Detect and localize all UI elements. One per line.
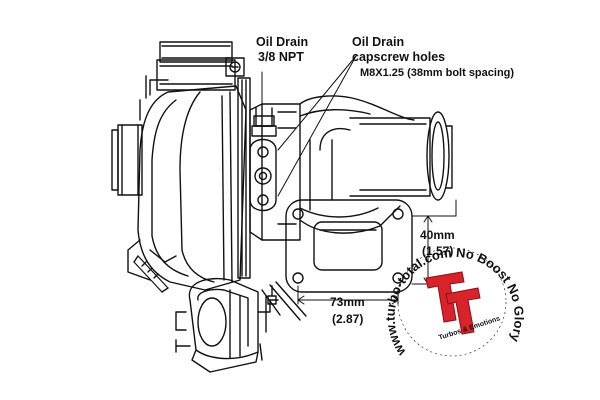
watermark-tagline: Turbos & Emotions [438, 315, 501, 341]
oil-drain-npt-spec: 3/8 NPT [258, 50, 304, 64]
dimension-vertical-mm: 40mm [420, 228, 455, 242]
dimension-lines [297, 199, 457, 305]
oil-drain-holes-title: Oil Drain [352, 35, 405, 49]
callout-leaders [261, 55, 357, 197]
dimension-horizontal-inch: (2.87) [332, 312, 364, 326]
oil-drain-holes-spec: M8X1.25 (38mm bolt spacing) [360, 67, 515, 79]
dimension-horizontal-mm: 73mm [330, 295, 365, 309]
logo-tt-mark [425, 271, 481, 335]
turbine-housing [261, 95, 453, 321]
compressor-housing [111, 41, 247, 293]
oil-drain-npt-title: Oil Drain [256, 35, 309, 49]
dimension-vertical-inch: (1.57) [422, 244, 454, 258]
turbo-total-logo [397, 247, 507, 357]
oil-drain-holes-subtitle: capscrew holes [352, 50, 446, 64]
wastegate-actuator [175, 277, 279, 373]
center-housing [225, 57, 301, 279]
watermark-arc-text: www.turbo-total.com No Boost No Glory [383, 245, 527, 360]
